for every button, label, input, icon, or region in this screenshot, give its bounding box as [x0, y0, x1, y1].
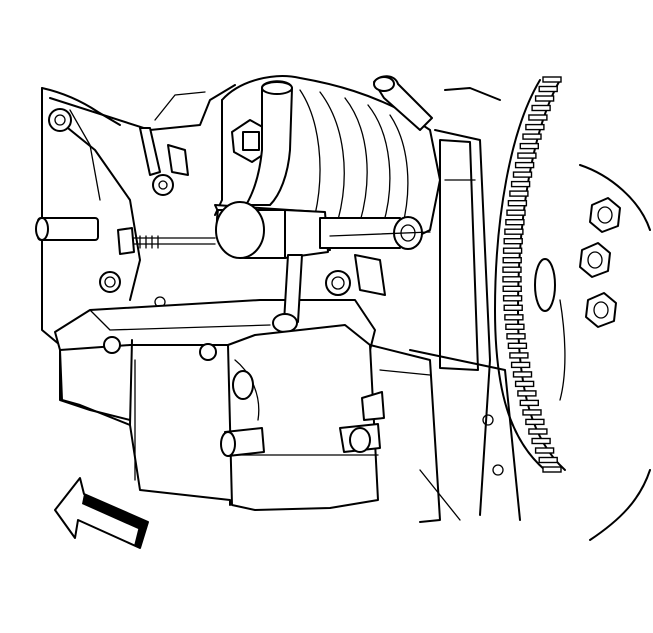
bolt-head-left [99, 271, 121, 293]
flywheel-bolts [579, 197, 621, 328]
oil-pan [59, 324, 385, 511]
gear-tooth [502, 295, 523, 302]
gear-tooth [504, 228, 524, 235]
gear-tooth [519, 399, 539, 407]
gear-tooth [512, 171, 533, 178]
gear-tooth [507, 199, 528, 207]
gear-tooth [525, 418, 545, 426]
bell-housing [369, 87, 521, 523]
gear-tooth [538, 85, 558, 93]
gear-tooth [528, 114, 548, 121]
engine-block [35, 84, 236, 421]
gear-tooth [512, 371, 533, 378]
pump-shaft [319, 217, 401, 249]
gear-tooth [542, 466, 562, 473]
water-pump [117, 201, 431, 259]
gear-tooth [503, 237, 523, 245]
gear-tooth [509, 352, 529, 359]
boss-upper [152, 174, 174, 196]
flywheel-ring-gear [494, 76, 651, 541]
gear-tooth [506, 333, 526, 340]
gear-tooth [504, 314, 524, 321]
gear-tooth [534, 447, 555, 454]
gear-tooth [522, 409, 542, 416]
gear-tooth [519, 142, 539, 150]
coolant-hose [245, 75, 433, 206]
gear-tooth [503, 304, 523, 311]
gear-tooth [525, 123, 545, 131]
bracket-bolt-1 [103, 336, 121, 354]
gear-tooth [502, 247, 523, 254]
gear-tooth [542, 76, 562, 83]
gear-tooth [505, 323, 525, 330]
gear-tooth [522, 133, 542, 140]
gear-tooth [514, 380, 535, 388]
gear-tooth [514, 161, 535, 169]
ring-gear-teeth [502, 76, 562, 473]
flywheel-bolt-3 [585, 292, 617, 328]
gear-tooth [538, 456, 558, 464]
bolt-head-upper-left [48, 108, 72, 132]
bracket-rod [283, 254, 303, 323]
gear-tooth [506, 209, 526, 216]
gear-tooth [502, 257, 522, 264]
flywheel-slot [534, 258, 556, 312]
bracket-nut [325, 270, 351, 296]
flywheel-bolt-2 [579, 242, 611, 278]
gear-tooth [509, 190, 529, 197]
gear-tooth [510, 180, 531, 188]
gear-tooth [517, 390, 537, 397]
gear-tooth [502, 266, 522, 273]
bracket-bolt-2 [199, 343, 217, 361]
gear-tooth [505, 218, 525, 226]
gear-tooth [502, 276, 522, 283]
direction-arrow [54, 477, 149, 549]
gear-tooth [531, 104, 551, 112]
gear-tooth [502, 285, 522, 292]
gear-tooth [528, 428, 548, 435]
gear-tooth [531, 437, 551, 445]
gear-tooth [510, 361, 531, 369]
gear-tooth [534, 95, 555, 102]
harmonic-balancer-pulley [214, 75, 441, 246]
gear-tooth [517, 152, 537, 159]
gear-tooth [507, 342, 528, 349]
flywheel-bolt-1 [589, 197, 621, 233]
